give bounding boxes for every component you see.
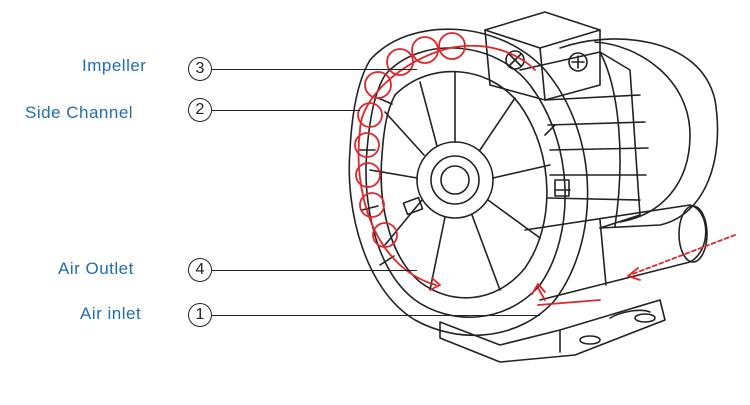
blower-housing	[348, 28, 589, 337]
callout-label-air-inlet: Air inlet	[80, 304, 142, 323]
mounting-base	[439, 299, 666, 363]
airflow-path	[354, 32, 736, 306]
leader-line-air-inlet	[212, 315, 540, 316]
leader-line-side-channel	[212, 110, 360, 111]
callout-number-2: 2	[188, 98, 212, 122]
leader-line-impeller	[212, 69, 417, 70]
callout-label-side-channel: Side Channel	[25, 103, 134, 122]
port-pipe	[524, 204, 708, 301]
callout-number-4: 4	[188, 258, 212, 282]
callout-number-1: 1	[188, 303, 212, 327]
callout-label-impeller: Impeller	[82, 56, 147, 75]
callout-label-air-outlet: Air Outlet	[58, 259, 134, 278]
leader-line-air-outlet	[212, 270, 417, 271]
motor-housing	[519, 38, 719, 229]
callout-number-3: 3	[188, 57, 212, 81]
